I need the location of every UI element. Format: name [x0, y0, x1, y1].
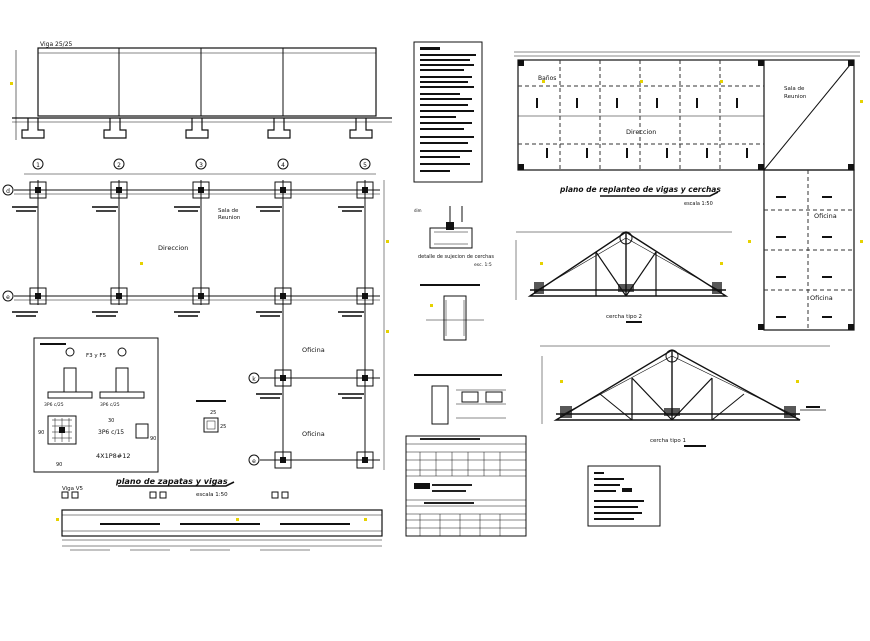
footing-label-4x1: 4X1P8#12	[96, 452, 131, 460]
beam-section: Viga V5	[56, 486, 383, 551]
schedule-table	[405, 435, 527, 537]
wall-elevation: Viga 25/25	[10, 41, 392, 140]
axis-bubbles-letters: d e k e	[2, 184, 260, 466]
foundation-plan: 1 2 3 4 5 d e k e	[2, 158, 389, 498]
legend-block	[587, 465, 661, 527]
axis-k: k	[252, 376, 256, 383]
roof-plan: Baños Sala de Reunion Direccion Oficina …	[514, 51, 863, 331]
room-sala: Sala de	[218, 208, 239, 214]
roof-room-oficina-1: Oficina	[814, 212, 837, 220]
roof-room-oficina-2: Oficina	[810, 294, 833, 302]
footing-label-3p6: 3P6 c/15	[98, 429, 124, 436]
axis-d: d	[6, 188, 10, 195]
axis-4: 4	[281, 162, 285, 169]
anchor-scale: esc. 1:5	[474, 262, 492, 268]
footing-notes	[12, 206, 364, 399]
footing-detail: F3 y F5 3P6 c/15 3P6 c/25 3P6 c/25 4X1P8…	[33, 337, 159, 473]
footing-label-3p6-c: 3P6 c/25	[100, 402, 120, 408]
axis-e: e	[6, 294, 10, 301]
axis-5: 5	[363, 162, 367, 169]
notes-block	[413, 41, 483, 183]
truss-1-title: cercha tipo 1	[650, 438, 686, 444]
anchor-caption: detalle de sujecion de cerchas	[418, 254, 494, 260]
column-dim-1: 25	[210, 410, 216, 416]
axis-2: 2	[117, 162, 121, 169]
room-reunion: Reunion	[218, 215, 241, 221]
foundation-plan-scale: escala 1:50	[196, 492, 228, 498]
axis-3: 3	[199, 162, 203, 169]
column-section: 25 25	[196, 400, 226, 433]
roof-plan-scale: escala 1:50	[684, 201, 713, 207]
lintel-detail	[414, 374, 506, 425]
axis-e2: e	[252, 458, 256, 465]
roof-purlins	[518, 60, 854, 330]
axis-bubbles-numbers: 1 2 3 4 5	[32, 158, 371, 170]
column-dim-2: 25	[220, 424, 226, 430]
beam-section-title: Viga V5	[62, 486, 84, 492]
axis-1: 1	[36, 162, 40, 169]
footing-profiles	[21, 118, 373, 139]
elevation-title: Viga 25/25	[40, 41, 73, 48]
footing-dim-4: 90	[150, 436, 156, 442]
roof-room-direccion: Direccion	[626, 128, 656, 136]
truss-type-2: cercha tipo 2	[515, 231, 732, 323]
foundation-plan-title: plano de zapatas y vigas	[115, 477, 228, 486]
truss-type-1: cercha tipo 1	[540, 345, 830, 447]
footing-label-3p6-b: 3P6 c/25	[44, 402, 64, 408]
connection-detail	[420, 284, 484, 341]
footing-label-f3: F3 y F5	[86, 353, 107, 359]
roof-plan-title: plano de replanteo de vigas y cerchas	[559, 185, 721, 194]
anchor-detail: dim detalle de sujecion de cerchas esc. …	[414, 206, 494, 268]
roof-room-reunion: Reunion	[784, 94, 807, 100]
beam-grid	[14, 173, 385, 470]
roof-room-sala: Sala de	[784, 86, 805, 92]
roof-room-banos: Baños	[538, 75, 556, 82]
footing-dim-3: 90	[56, 462, 62, 468]
footing-dim-2: 30	[108, 418, 114, 424]
room-direccion: Direccion	[158, 244, 188, 252]
truss-2-title: cercha tipo 2	[606, 314, 642, 320]
footing-dim-1: 90	[38, 430, 44, 436]
svg-text:dim: dim	[414, 208, 422, 213]
footing-pads	[29, 181, 374, 469]
room-oficina-1: Oficina	[302, 346, 325, 354]
room-oficina-2: Oficina	[302, 430, 325, 438]
